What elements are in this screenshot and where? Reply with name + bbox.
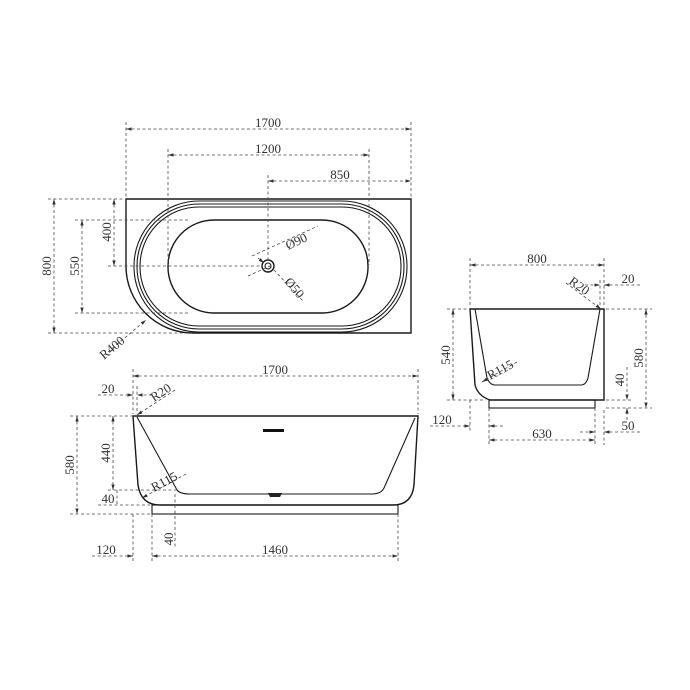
- side-view: 800 20 R20 540 R115 580 40 120: [430, 251, 652, 445]
- side-dim-630: 630: [532, 426, 552, 441]
- front-dim-40-plinth: 40: [161, 533, 176, 546]
- front-view: 1700 20 R20 580 440 40 R115 40 120: [62, 362, 419, 562]
- drain-diameter-90: Ø90: [283, 230, 310, 253]
- rim-oval-middle: [136, 203, 405, 330]
- top-radius-400: R400: [96, 333, 127, 363]
- front-inner-basin: [136, 416, 416, 495]
- side-radius-20: R20: [566, 273, 592, 298]
- front-dim-1460: 1460: [262, 542, 288, 557]
- front-plinth: [151, 504, 399, 515]
- front-dim-580: 580: [62, 455, 77, 475]
- front-radius-115: R115: [148, 468, 180, 494]
- top-dim-550: 550: [67, 256, 82, 276]
- top-view: 1700 1200 850 800 550 400 Ø90 Ø50 R400: [39, 115, 412, 363]
- top-view-outline: [125, 198, 412, 334]
- drain-inner-icon: [264, 262, 272, 270]
- front-dim-40-bottom: 40: [102, 491, 115, 506]
- top-dim-400: 400: [99, 222, 114, 242]
- side-dim-800: 800: [527, 251, 547, 266]
- rim-oval-inner: [139, 206, 402, 327]
- side-plinth: [488, 399, 596, 409]
- side-dim-580: 580: [631, 348, 646, 368]
- side-view-outline: [469, 308, 605, 401]
- front-dim-440: 440: [98, 443, 113, 463]
- front-drain-icon: [268, 493, 282, 497]
- top-dim-850: 850: [330, 167, 350, 182]
- overflow-icon: [263, 429, 284, 432]
- front-radius-20: R20: [147, 380, 173, 404]
- front-dim-120: 120: [96, 542, 116, 557]
- top-dim-1200: 1200: [255, 141, 281, 156]
- side-dim-40: 40: [612, 374, 627, 387]
- side-dim-50: 50: [622, 418, 635, 433]
- side-inner-basin: [474, 308, 601, 386]
- drain-diameter-50: Ø50: [282, 274, 308, 301]
- top-dim-1700: 1700: [255, 115, 281, 130]
- side-radius-115: R115: [484, 356, 516, 382]
- top-dim-800: 800: [39, 256, 54, 276]
- rim-oval-outer: [133, 200, 408, 333]
- front-dim-20: 20: [102, 381, 115, 396]
- side-dim-120: 120: [432, 412, 452, 427]
- drain-outer-icon: [261, 259, 275, 273]
- front-dim-1700: 1700: [262, 362, 288, 377]
- side-dim-20: 20: [622, 271, 635, 286]
- side-dim-540: 540: [438, 345, 453, 365]
